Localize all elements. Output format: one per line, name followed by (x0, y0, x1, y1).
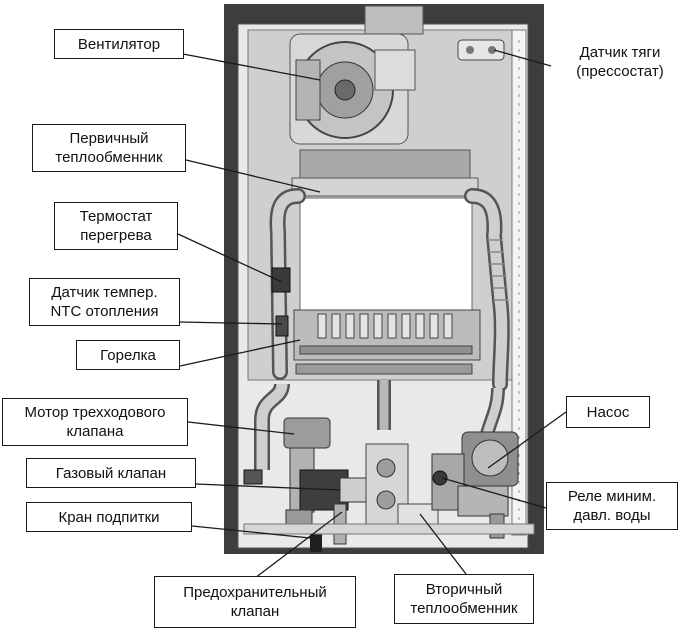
label-draft-sensor-text: Датчик тяги (прессостат) (576, 44, 664, 80)
label-primary-heat-exchanger-text: Первичный теплообменник (55, 130, 163, 166)
label-three-way-valve-motor: Мотор трехходового клапана (2, 398, 188, 446)
label-min-pressure-relay-text: Реле миним. давл. воды (567, 488, 657, 524)
label-min-pressure-relay: Реле миним. давл. воды (546, 482, 678, 530)
left-heating-pipe (269, 188, 306, 380)
label-pump-text: Насос (586, 403, 630, 421)
combustion-chamber (299, 197, 473, 311)
label-fill-tap-text: Кран подпитки (58, 508, 160, 526)
label-ntc-sensor-text: Датчик темпер. NTC отопления (50, 284, 159, 320)
fan-assembly (289, 5, 424, 145)
label-ntc-sensor: Датчик темпер. NTC отопления (29, 278, 180, 326)
label-gas-valve-text: Газовый клапан (55, 464, 167, 482)
label-overheat-thermostat-text: Термостат перегрева (79, 208, 153, 244)
leader-lines (177, 49, 567, 579)
label-secondary-heat-exchanger: Вторичный теплообменник (394, 574, 534, 624)
label-gas-valve: Газовый клапан (26, 458, 196, 488)
label-fan-text: Вентилятор (77, 35, 161, 53)
bottom-fittings (243, 469, 535, 552)
primary-heat-exchanger-part (291, 149, 479, 197)
label-primary-heat-exchanger: Первичный теплообменник (32, 124, 186, 172)
label-burner: Горелка (76, 340, 180, 370)
label-three-way-valve-motor-text: Мотор трехходового клапана (24, 404, 166, 440)
label-secondary-heat-exchanger-text: Вторичный теплообменник (410, 581, 518, 617)
label-fill-tap: Кран подпитки (26, 502, 192, 532)
right-heating-pipe (464, 188, 510, 392)
label-pump: Насос (566, 396, 650, 428)
draft-sensor-part (457, 39, 505, 61)
secondary-heat-exchanger-part (365, 443, 439, 527)
pump-part (431, 431, 519, 517)
label-overheat-thermostat: Термостат перегрева (54, 202, 178, 250)
label-safety-valve: Предохранительный клапан (154, 576, 356, 628)
label-safety-valve-text: Предохранительный клапан (183, 584, 327, 620)
label-draft-sensor: Датчик тяги (прессостат) (552, 40, 688, 84)
burner-part (293, 309, 481, 375)
label-burner-text: Горелка (100, 346, 156, 364)
label-fan: Вентилятор (54, 29, 184, 59)
